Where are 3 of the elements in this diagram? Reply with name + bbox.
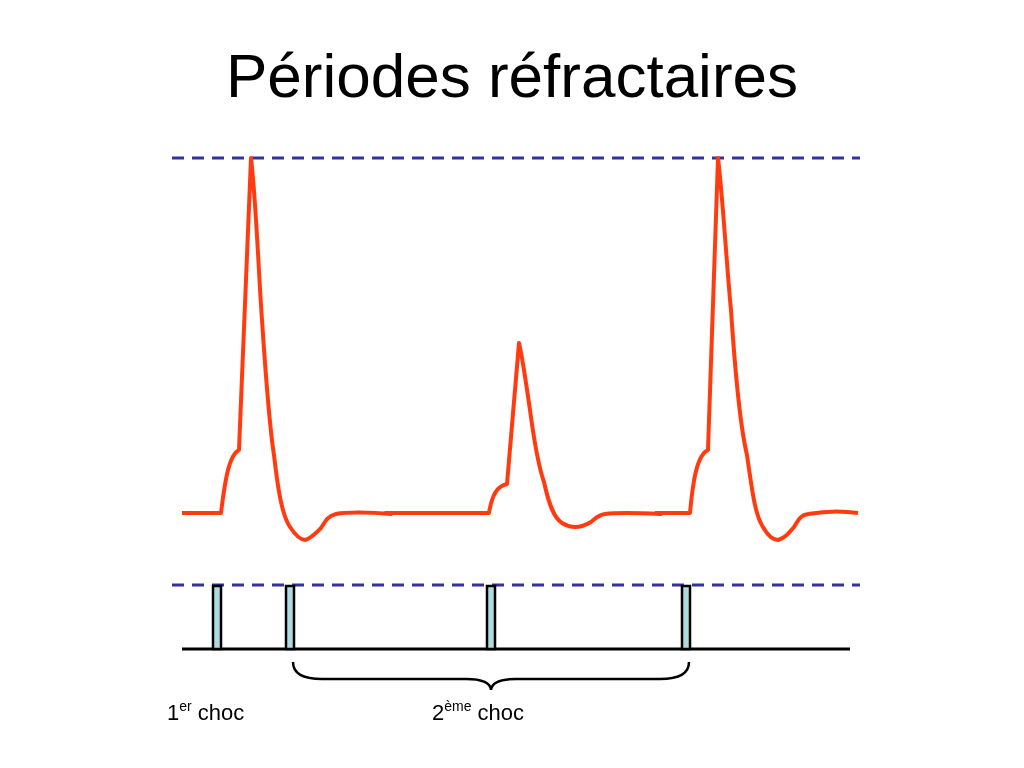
stimulus-label: 1$^{er}$ choc [167, 702, 245, 724]
stimulus-label: 2$^{ème}$ choc [432, 702, 525, 724]
title: Périodes réfractaires [226, 45, 799, 107]
